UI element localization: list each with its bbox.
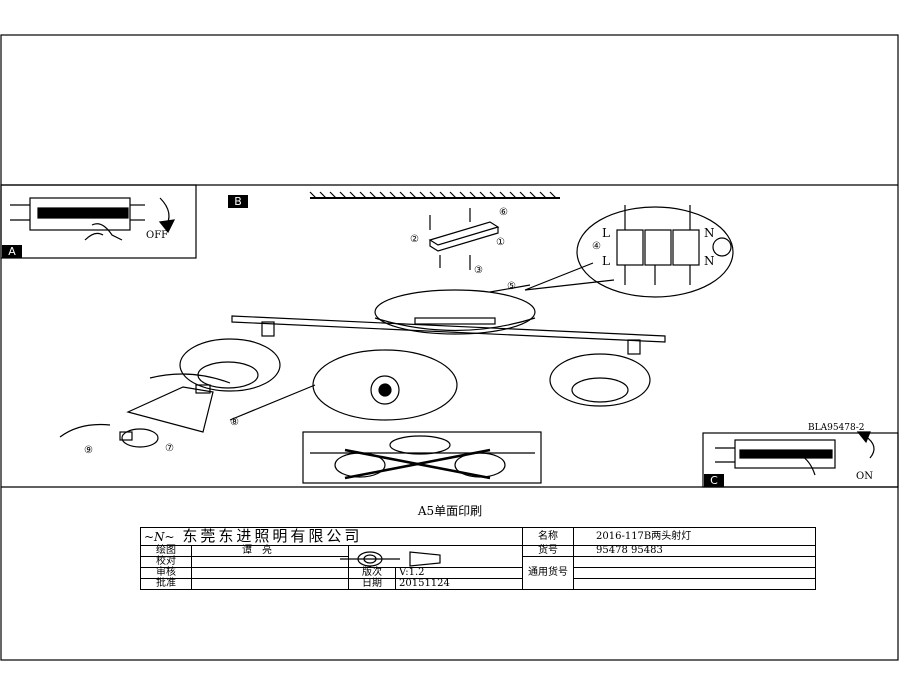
- version-label: 版次: [348, 567, 396, 579]
- step-1: ①: [496, 237, 505, 248]
- symbol-cell: [348, 545, 523, 568]
- step-8: ⑧: [230, 417, 239, 428]
- bulb-and-ring: [59, 373, 316, 448]
- wire-n-bottom: N: [704, 254, 715, 268]
- panel-b-tag: B: [228, 195, 248, 208]
- company-logo: ~N~: [144, 530, 175, 544]
- row-label: 审核: [140, 567, 192, 579]
- general-item-value: [573, 578, 816, 590]
- name-value: 2016-117B两头射灯: [573, 527, 816, 546]
- breaker-on-icon: [715, 431, 875, 476]
- item-no-value: 95478 95483: [573, 545, 816, 557]
- step-5: ⑤: [507, 281, 516, 292]
- row-label: 绘图: [140, 545, 192, 557]
- row-value: [191, 556, 349, 568]
- item-no-label: 货号: [522, 545, 574, 557]
- panel-c-frame: [702, 432, 899, 488]
- row-label: 批准: [140, 578, 192, 590]
- print-note: A5单面印刷: [417, 504, 483, 518]
- step-4: ④: [592, 241, 601, 252]
- general-item-value: [573, 567, 816, 579]
- step-3: ③: [474, 265, 483, 276]
- off-label: OFF: [146, 230, 169, 241]
- wire-n-top: N: [704, 226, 715, 240]
- row-label: 校对: [140, 556, 192, 568]
- wire-l-top: L: [602, 226, 610, 240]
- date-value: 20151124: [395, 578, 523, 590]
- detail-magnifier: [312, 349, 458, 421]
- row-value: [191, 567, 349, 579]
- wire-l-bottom: L: [602, 254, 610, 268]
- spotlight-right: [549, 353, 651, 407]
- outer-frame: [0, 34, 899, 661]
- ceiling: [309, 191, 560, 199]
- panel-a-tag: A: [2, 245, 22, 258]
- row-value: [191, 578, 349, 590]
- step-7: ⑦: [165, 443, 174, 454]
- panel-a-frame: [0, 184, 197, 259]
- step-9: ⑨: [84, 445, 93, 456]
- general-item-label: 通用货号: [522, 556, 574, 590]
- general-item-value: [573, 556, 816, 568]
- step-6: ⑥: [499, 207, 508, 218]
- version-value: V:1.2: [395, 567, 523, 579]
- mounting-bracket: [428, 208, 500, 270]
- lamp-bar: [231, 315, 666, 355]
- on-label: ON: [856, 471, 873, 482]
- wiring-detail: [524, 205, 734, 298]
- date-label: 日期: [348, 578, 396, 590]
- panel-c-tag: C: [704, 474, 724, 487]
- drawing-code: BLA95478-2: [808, 423, 865, 433]
- earth-icon: [712, 237, 732, 257]
- row-value: 谭 亮: [191, 545, 349, 557]
- wrong-orientation-box: [302, 431, 542, 484]
- step-2: ②: [410, 234, 419, 245]
- spotlight-left: [179, 338, 281, 392]
- breaker-off-icon: [10, 197, 176, 241]
- company-name: ~N~ 东莞东进照明有限公司: [140, 527, 523, 546]
- name-label: 名称: [522, 527, 574, 546]
- title-block: ~N~ 东莞东进照明有限公司 名称 2016-117B两头射灯 绘图 谭 亮 货…: [140, 527, 816, 590]
